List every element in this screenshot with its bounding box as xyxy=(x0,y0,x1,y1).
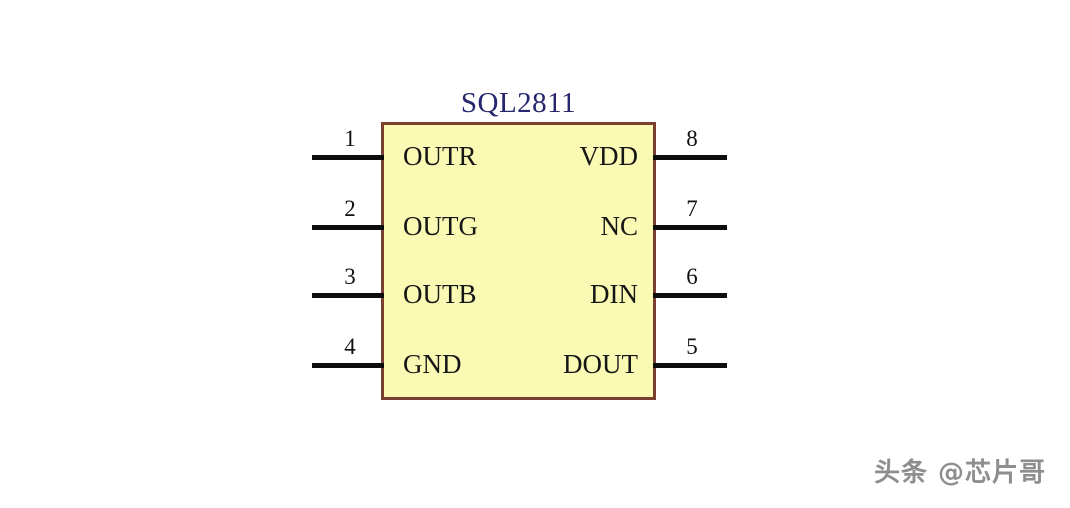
pin-label-nc: NC xyxy=(600,211,638,241)
pin-lead-right-5 xyxy=(653,363,727,368)
pin-number-1: 1 xyxy=(344,126,356,151)
pin-number-5: 5 xyxy=(686,334,698,359)
pin-number-6: 6 xyxy=(686,264,698,289)
source-watermark: 头条 @芯片哥 xyxy=(873,458,1046,488)
pin-lead-right-7 xyxy=(653,225,727,230)
pin-label-gnd: GND xyxy=(403,349,462,379)
pin-number-7: 7 xyxy=(686,196,698,221)
pin-number-8: 8 xyxy=(686,126,698,151)
pin-lead-left-2 xyxy=(312,225,384,230)
pin-number-3: 3 xyxy=(344,264,356,289)
ic-package-body xyxy=(381,122,656,400)
pin-label-din: DIN xyxy=(590,279,638,309)
chip-part-number-title: SQL2811 xyxy=(460,87,577,119)
pin-label-outr: OUTR xyxy=(403,141,477,171)
pin-number-2: 2 xyxy=(344,196,356,221)
pin-label-outg: OUTG xyxy=(403,211,478,241)
pin-label-vdd: VDD xyxy=(579,141,639,171)
pin-label-outb: OUTB xyxy=(403,279,477,309)
pin-lead-left-4 xyxy=(312,363,384,368)
pin-label-dout: DOUT xyxy=(563,349,638,379)
pin-lead-right-8 xyxy=(653,155,727,160)
pin-lead-left-3 xyxy=(312,293,384,298)
pin-number-4: 4 xyxy=(344,334,356,359)
pin-lead-left-1 xyxy=(312,155,384,160)
pin-lead-right-6 xyxy=(653,293,727,298)
